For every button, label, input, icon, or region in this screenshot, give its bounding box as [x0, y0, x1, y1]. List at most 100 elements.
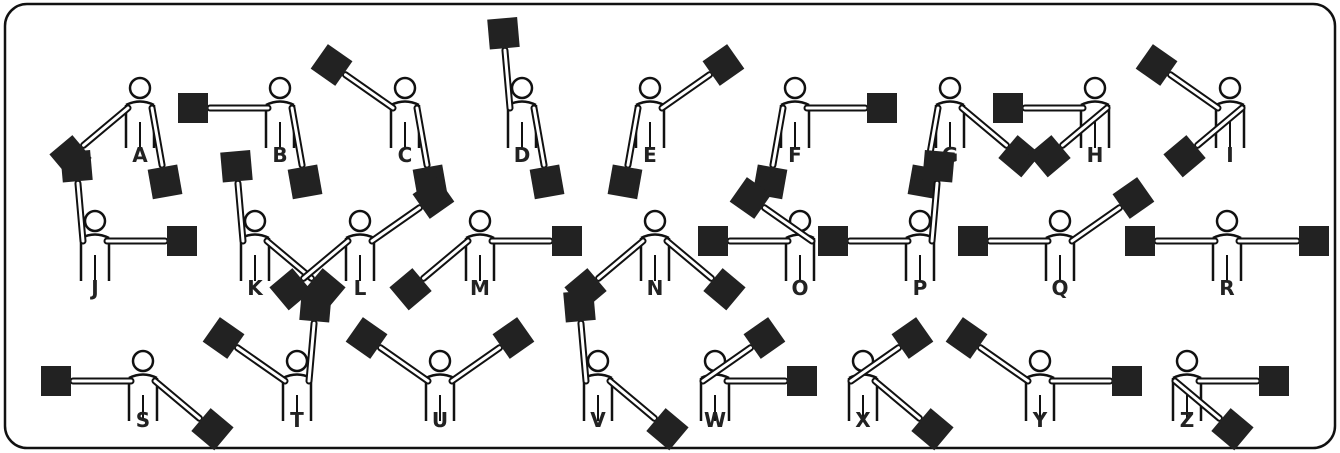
head	[268, 76, 292, 100]
letter-label: X	[855, 408, 871, 432]
right-flag	[958, 226, 988, 256]
right-arm-fill	[597, 239, 645, 280]
right-arm-fill	[771, 106, 785, 167]
right-flag	[993, 93, 1023, 123]
right-arm-fill	[422, 239, 470, 280]
right-flag	[945, 317, 988, 359]
figure-r: R	[1125, 209, 1329, 300]
figure-f: F	[752, 76, 897, 200]
left-flag	[412, 177, 455, 219]
right-arm-fill	[579, 321, 588, 383]
right-flag	[202, 317, 245, 359]
letter-label: M	[470, 276, 490, 300]
head	[428, 349, 452, 373]
right-arm-fill	[235, 346, 287, 383]
head	[393, 76, 417, 100]
left-arm-fill	[150, 106, 164, 167]
letter-label: J	[89, 276, 98, 300]
left-arm-fill	[307, 321, 316, 383]
left-flag	[147, 164, 183, 200]
figure-s: S	[41, 349, 234, 451]
letter-label: A	[132, 143, 148, 167]
letter-label: Y	[1032, 408, 1048, 432]
right-flag	[607, 164, 643, 200]
head	[243, 209, 267, 233]
head	[638, 76, 662, 100]
letter-label: T	[290, 408, 304, 432]
head	[783, 76, 807, 100]
figure-q: Q	[958, 177, 1155, 300]
right-arm-fill	[378, 346, 430, 383]
right-flag	[1135, 44, 1178, 86]
letter-label: L	[354, 276, 367, 300]
left-arm-fill	[532, 106, 546, 167]
right-flag	[345, 317, 388, 359]
letter-label: Q	[1051, 276, 1068, 300]
left-flag	[191, 408, 234, 451]
right-flag	[698, 226, 728, 256]
right-arm-fill	[82, 106, 130, 147]
letter-label: V	[590, 408, 606, 432]
head	[1083, 76, 1107, 100]
left-arm-fill	[450, 346, 502, 383]
figure-i: I	[1135, 44, 1246, 178]
figure-a: A	[49, 76, 183, 200]
right-flag	[563, 290, 596, 323]
torso	[1211, 233, 1243, 281]
right-arm-fill	[701, 346, 753, 383]
right-flag	[891, 317, 934, 359]
head	[468, 209, 492, 233]
right-flag	[1211, 408, 1254, 451]
right-arm-fill	[236, 181, 245, 243]
figure-x: X	[847, 317, 954, 451]
letter-label: U	[432, 408, 448, 432]
head	[1028, 349, 1052, 373]
right-arm-fill	[978, 346, 1030, 383]
left-flag	[911, 408, 954, 451]
left-flag	[529, 164, 565, 200]
left-arm-fill	[153, 379, 201, 420]
head	[510, 76, 534, 100]
left-flag	[552, 226, 582, 256]
figure-t: T	[202, 290, 332, 432]
left-flag	[1259, 366, 1289, 396]
left-flag	[492, 317, 535, 359]
letter-label: O	[791, 276, 808, 300]
figure-d: D	[487, 17, 565, 200]
left-arm-fill	[265, 239, 313, 280]
head	[938, 76, 962, 100]
figure-y: Y	[945, 317, 1142, 432]
letter-label: C	[398, 143, 413, 167]
letter-label: H	[1087, 143, 1104, 167]
letter-label: E	[643, 143, 657, 167]
right-flag	[818, 226, 848, 256]
left-flag	[1028, 135, 1071, 178]
head	[1048, 209, 1072, 233]
right-arm-fill	[76, 181, 85, 243]
right-flag	[487, 17, 520, 50]
right-arm-fill	[1168, 73, 1220, 110]
left-flag	[922, 150, 955, 183]
letter-label: F	[788, 143, 802, 167]
left-flag	[867, 93, 897, 123]
head	[131, 349, 155, 373]
left-flag	[729, 177, 772, 219]
right-flag	[178, 93, 208, 123]
letter-label: B	[272, 143, 287, 167]
figure-p: P	[818, 150, 955, 300]
left-arm-fill	[762, 206, 814, 243]
left-arm-fill	[1196, 106, 1244, 147]
left-arm-fill	[1070, 206, 1122, 243]
right-flag	[389, 268, 432, 311]
left-arm-fill	[660, 73, 712, 110]
figure-c: C	[310, 44, 448, 200]
figure-e: E	[607, 44, 745, 200]
left-arm-fill	[873, 379, 921, 420]
letter-label: R	[1219, 276, 1234, 300]
letter-label: W	[704, 408, 726, 432]
left-flag	[299, 290, 332, 323]
left-arm-fill	[930, 181, 939, 243]
figure-z: Z	[1171, 349, 1289, 451]
letter-label: I	[1226, 143, 1233, 167]
